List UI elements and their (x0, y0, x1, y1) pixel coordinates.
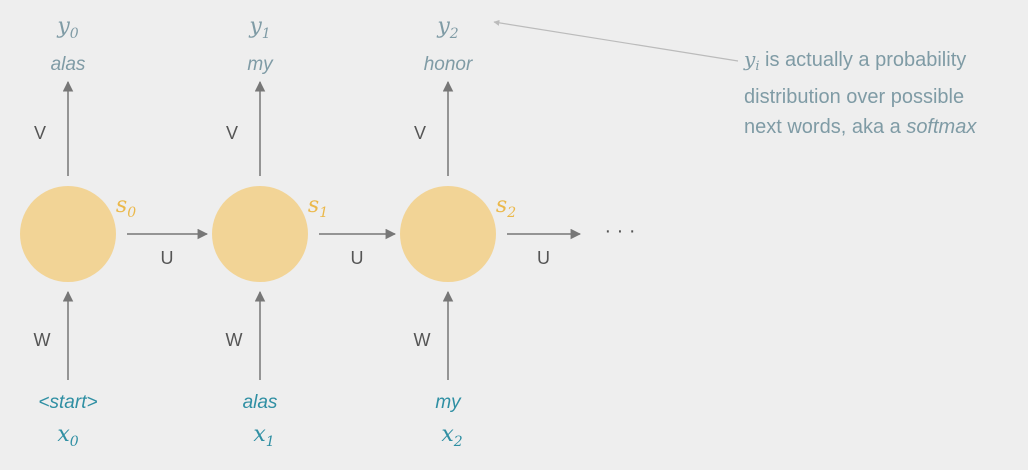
output-word: my (247, 54, 274, 75)
annotation-emphasis: softmax (906, 116, 977, 138)
weight-label-w: W (226, 330, 243, 350)
state-label: s1 (308, 193, 328, 221)
annotation-pointer (493, 19, 739, 62)
hidden-state-node (212, 186, 308, 282)
weight-label-u: U (351, 248, 364, 268)
annotation-line-2: distribution over possible (744, 86, 965, 108)
hidden-state-node (20, 186, 116, 282)
weight-label-u: U (161, 248, 174, 268)
weight-label-w: W (34, 330, 51, 350)
input-var-label: x2 (441, 422, 462, 450)
weight-label-v: V (34, 123, 46, 143)
hidden-state-node (400, 186, 496, 282)
input-word: alas (243, 392, 278, 413)
weight-label-u: U (537, 248, 550, 268)
annotation-line-1: yi is actually a probability (744, 47, 967, 74)
input-var-label: x0 (57, 422, 78, 450)
annotation-line-3: next words, aka a softmax (744, 116, 977, 138)
annotation-note: yi is actually a probability distributio… (744, 44, 1024, 142)
output-var-label: y0 (56, 14, 78, 42)
steps-layer: s0Vy0alasW<start>x0Us1Vy1myWalasx1Us2Vy2… (20, 14, 582, 450)
input-word: my (435, 392, 462, 413)
output-var-label: y1 (248, 14, 270, 42)
weight-label-v: V (226, 123, 238, 143)
output-word: honor (424, 54, 473, 75)
state-label: s0 (116, 193, 136, 221)
input-var-label: x1 (253, 422, 274, 450)
output-var-label: y2 (436, 14, 458, 42)
annotation-var: yi (744, 47, 760, 74)
weight-label-w: W (414, 330, 431, 350)
input-word: <start> (38, 392, 97, 413)
state-label: s2 (496, 193, 516, 221)
output-word: alas (51, 54, 86, 75)
weight-label-v: V (414, 123, 426, 143)
ellipsis: · · · (604, 220, 635, 242)
